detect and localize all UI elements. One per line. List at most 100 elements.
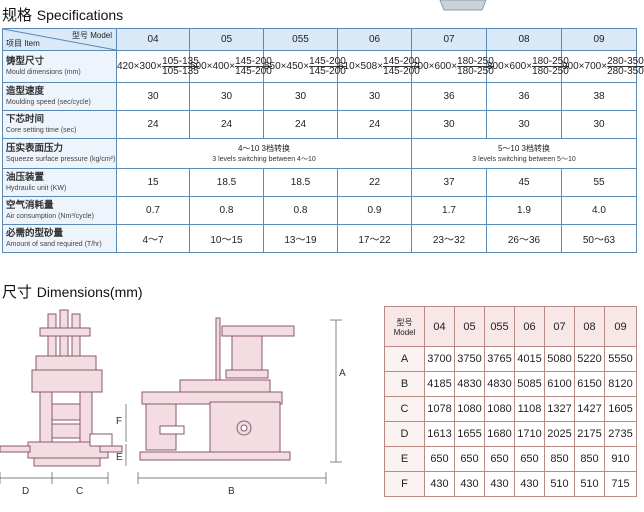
dim-row-f: F 430 430 430 430 510 510 715: [384, 471, 637, 497]
product-image-fragment: [439, 0, 487, 11]
dim-value: 650: [514, 446, 545, 472]
value-cell: 4.0: [561, 196, 637, 225]
upper-body: [31, 369, 103, 393]
dim-row-a: A 3700 3750 3765 4015 5080 5220 5550: [384, 346, 637, 372]
model-col-header: 04: [424, 306, 455, 347]
value-cell: 13～19: [263, 224, 338, 253]
row-label: 空气消耗量 Air consumption (Nm³/cycle): [2, 196, 117, 225]
dim-value: 510: [574, 471, 605, 497]
row-label: 铸型尺寸 Mould dimensions (mm): [2, 50, 117, 83]
merged-value-cell: 5～10 3档转换 3 levels switching between 5～1…: [411, 138, 637, 169]
value-cell: 1.9: [486, 196, 562, 225]
dim-value: 1080: [484, 396, 515, 422]
dimensions-table: 型号 Model 04 05 055 06 07 08 09 A 3700 37…: [384, 306, 637, 497]
dim-value: 2175: [574, 421, 605, 447]
value-cell: 55: [561, 168, 637, 197]
spec-row-hydraulic-unit: 油压装置 Hydraulic unit (KW) 15 18.5 18.5 22…: [2, 168, 637, 197]
dim-value: 850: [574, 446, 605, 472]
value-cell: 1.7: [411, 196, 487, 225]
dim-value: 430: [514, 471, 545, 497]
dim-value: 430: [424, 471, 455, 497]
dim-value: 4830: [484, 371, 515, 397]
value-cell: 26～36: [486, 224, 562, 253]
dim-value: 650: [424, 446, 455, 472]
model-item-header: 型号 Model 项目 Item: [2, 28, 117, 51]
value-cell: 0.9: [337, 196, 412, 225]
specifications-title: 规格 Specifications: [2, 6, 124, 24]
value-cell: 22: [337, 168, 412, 197]
value-cell: 24: [263, 110, 338, 139]
dim-value: 1427: [574, 396, 605, 422]
top-beam: [221, 325, 295, 337]
dim-value: 1327: [544, 396, 575, 422]
mould-plate: [51, 403, 81, 421]
value-cell: 23～32: [411, 224, 487, 253]
value-cell: 0.7: [116, 196, 190, 225]
mould-plate: [51, 423, 81, 439]
dim-value: 1655: [454, 421, 485, 447]
value-cell: 30: [337, 82, 412, 111]
value-cell: 37: [411, 168, 487, 197]
dim-header-row: 型号 Model 04 05 055 06 07 08 09: [384, 306, 637, 347]
wheel-hub: [240, 424, 248, 432]
dim-label-a: A: [339, 368, 346, 379]
dim-value: 650: [484, 446, 515, 472]
dim-value: 650: [454, 446, 485, 472]
dim-value: 4830: [454, 371, 485, 397]
value-cell: 10～15: [189, 224, 264, 253]
model-col-header: 06: [514, 306, 545, 347]
guide-rod: [215, 317, 221, 389]
floor-base: [139, 451, 291, 461]
hydraulic-cylinder: [231, 335, 263, 371]
dim-value: 3765: [484, 346, 515, 372]
row-label: 压实表面压力 Squeeze surface pressure (kg/cm²): [2, 138, 117, 169]
dim-value: 850: [544, 446, 575, 472]
dim-key: F: [384, 471, 425, 497]
dim-value: 8120: [604, 371, 637, 397]
value-cell: 38: [561, 82, 637, 111]
row-label: 下芯时间 Core setting time (sec): [2, 110, 117, 139]
header-diagonal: [2, 28, 117, 51]
value-cell: 15: [116, 168, 190, 197]
dim-value: 6100: [544, 371, 575, 397]
model-col-header: 055: [484, 306, 515, 347]
cylinder-flange: [225, 369, 269, 379]
dim-row-d: D 1613 1655 1680 1710 2025 2175 2735: [384, 421, 637, 447]
dim-value: 5080: [544, 346, 575, 372]
dim-label-c: C: [76, 486, 83, 497]
dim-label-e: E: [116, 452, 123, 463]
model-col-header: 09: [604, 306, 637, 347]
model-col-header: 07: [411, 28, 487, 51]
model-col-header: 05: [189, 28, 264, 51]
value-cell: 4～7: [116, 224, 190, 253]
spec-row-sand-required: 必需的型砂量 Amount of sand required (T/hr) 4～…: [2, 224, 637, 253]
value-cell: 30: [561, 110, 637, 139]
value-cell: 30: [116, 82, 190, 111]
dim-label-f: F: [116, 416, 122, 427]
dim-row-c: C 1078 1080 1080 1108 1327 1427 1605: [384, 396, 637, 422]
dim-value: 1080: [454, 396, 485, 422]
spec-header-row: 型号 Model 项目 Item 04 05 055 06 07 08 09: [2, 28, 637, 51]
dim-value: 3750: [454, 346, 485, 372]
dim-value: 2025: [544, 421, 575, 447]
model-col-header: 08: [486, 28, 562, 51]
model-col-header: 08: [574, 306, 605, 347]
spec-row-core-setting-time: 下芯时间 Core setting time (sec) 24 24 24 24…: [2, 110, 637, 139]
row-label: 油压装置 Hydraulic unit (KW): [2, 168, 117, 197]
row-label: 必需的型砂量 Amount of sand required (T/hr): [2, 224, 117, 253]
specifications-table: 型号 Model 项目 Item 04 05 055 06 07 08 09 铸…: [2, 28, 644, 253]
conveyor: [0, 445, 31, 453]
base: [33, 457, 101, 467]
dim-value: 5220: [574, 346, 605, 372]
value-cell: 24: [189, 110, 264, 139]
dim-value: 1680: [484, 421, 515, 447]
dim-value: 1710: [514, 421, 545, 447]
upper-frame: [35, 355, 97, 371]
dim-row-b: B 4185 4830 4830 5085 6100 6150 8120: [384, 371, 637, 397]
dim-label-b: B: [228, 486, 235, 497]
model-header: 型号 Model: [384, 306, 425, 347]
dim-value: 1078: [424, 396, 455, 422]
dim-value: 1613: [424, 421, 455, 447]
